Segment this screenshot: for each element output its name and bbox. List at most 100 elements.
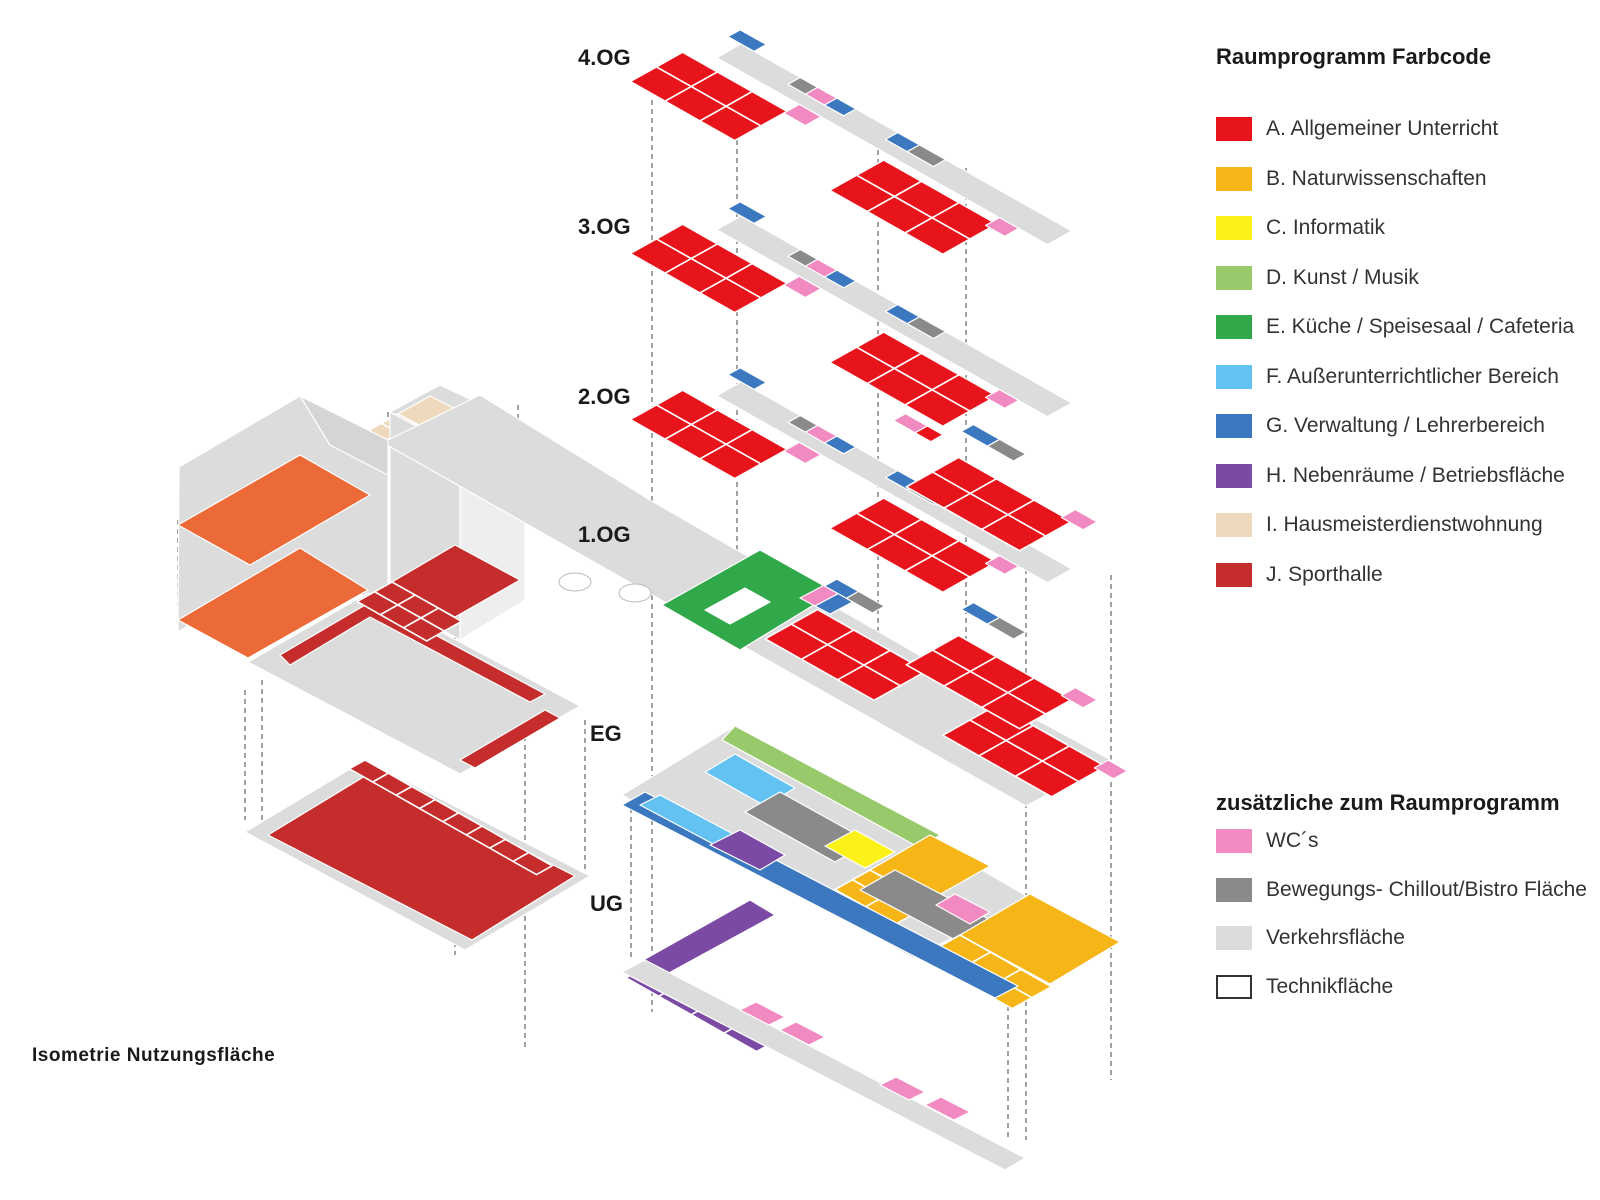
legend-main-label: D. Kunst / Musik [1266,265,1419,289]
4og-wing-wc [782,103,822,127]
1og-lounge-3 [986,438,1027,462]
legend-extra-item: Bewegungs- Chillout/Bistro Fläche [1216,875,1587,905]
legend-extra-label: Technikfläche [1266,974,1394,998]
sporthall-mid-storage [459,709,561,769]
legend-main-item: E. Küche / Speisesaal / Cafeteria [1216,312,1574,342]
legend-main-swatch [1216,166,1252,191]
legend-main-item: G. Verwaltung / Lehrerbereich [1216,411,1545,441]
floor-label-1og: 1.OG [578,522,631,547]
legend-main-label: E. Küche / Speisesaal / Cafeteria [1266,315,1575,338]
legend-extra-swatch [1216,877,1252,902]
1og-classroom-small [914,425,944,443]
legend-main-swatch [1216,513,1252,537]
1og-classroom [1014,760,1080,798]
legend-extra-label: Bewegungs- Chillout/Bistro Fläche [1266,877,1587,901]
floor-label-4og: 4.OG [578,45,631,70]
sporthall-floor [267,772,576,941]
eg-ancillary [709,829,786,871]
2og-wing-staff-room [727,367,767,390]
2og-wing-wc [782,441,822,465]
2og-wing-classroom [904,554,971,594]
3og-wing-office [823,269,857,289]
legend-main-label: G. Verwaltung / Lehrerbereich [1266,414,1545,437]
3og-wing-classroom [699,277,762,314]
legend-main-swatch [1216,315,1252,339]
sporthall-upper-gym [177,454,371,566]
legend-main-label: F. Außerunterrichtlicher Bereich [1266,364,1559,388]
4og-wing-classroom [699,105,762,142]
ug-wc [879,1076,926,1101]
legend-main-label: A. Allgemeiner Unterricht [1266,117,1499,140]
legend-main-label: J. Sporthalle [1266,562,1383,586]
4og-wing-lounge-2 [906,144,947,168]
3og-wing-classroom [904,388,971,428]
diagram-caption: Isometrie Nutzungsfläche [32,1045,275,1066]
void-opening [618,583,652,603]
legend-extra-item: WC´s [1216,826,1318,856]
floor-label-2og: 2.OG [578,384,631,409]
legend-main-label: I. Hausmeisterdienstwohnung [1266,513,1543,536]
eg-art-music [721,725,941,849]
main-spine-edge [299,395,389,476]
4og-wing-office [823,97,857,117]
1og-classroom [836,664,902,702]
4og-wing-staff-room [727,29,767,53]
legend-extra-swatch [1216,829,1252,853]
3og-wing-wc [782,275,822,299]
sporthall-equipment [402,617,446,642]
3og-wing-lounge-2 [906,316,947,340]
legend-main-item: C. Informatik [1216,213,1385,243]
floor-label-eg: EG [590,721,622,746]
2og-wing-office [823,435,857,455]
legend-main-swatch [1216,117,1252,141]
legend-main-swatch [1216,463,1252,488]
void-opening [558,572,592,592]
floor-label-ug: UG [590,891,623,916]
legend-main-item: B. Naturwissenschaften [1216,164,1487,194]
legend-main-label: H. Nebenräume / Betriebsfläche [1266,463,1565,487]
legend-main-swatch [1216,364,1252,389]
sporthall-mid-gym [177,547,369,659]
legend-main-swatch [1216,265,1252,290]
legend-main-swatch [1216,562,1252,587]
legend-extra-swatch [1216,926,1252,950]
1og-wc-5 [1060,509,1098,531]
1og-wc-6 [1060,686,1098,709]
legend-main-label: B. Naturwissenschaften [1266,166,1487,190]
eg-extracurricular [704,753,796,807]
ug-wc [924,1096,971,1121]
legend-main-item: I. Hausmeisterdienstwohnung [1216,510,1543,540]
3og-wing-staff-room [727,201,767,224]
1og-lounge [845,590,886,614]
legend-extra-swatch [1216,974,1252,999]
2og-wing-wc-3 [984,554,1020,575]
legend-main-item: F. Außerunterrichtlicher Bereich [1216,362,1559,392]
legend-extra-title: zusätzliche zum Raumprogramm [1216,790,1560,815]
legend-main-swatch [1216,216,1252,240]
eg-science-2 [959,893,1121,985]
legend-main-item: A. Allgemeiner Unterricht [1216,114,1498,144]
eg-computer-lab [824,829,896,869]
eg-wc [935,893,991,925]
1og-classroom [980,691,1047,730]
sporthall-side-room [512,851,554,876]
legend-extra-label: Verkehrsfläche [1266,926,1405,949]
floor-label-3og: 3.OG [578,214,631,239]
4og-wing-wc-3 [984,217,1020,237]
4og-wing-classroom [904,217,971,256]
2og-wing-classroom [699,443,762,480]
legend-main-swatch [1216,414,1252,438]
ug-wc [779,1021,826,1046]
building-drawing [177,29,1129,1171]
legend-main-item: H. Nebenräume / Betriebsfläche [1216,461,1565,491]
1og-lounge-4 [986,616,1027,640]
legend-main: A. Allgemeiner Unterricht B. Naturwissens… [1216,114,1600,594]
1og-classroom [980,513,1047,552]
legend-main-title: Raumprogramm Farbcode [1216,44,1492,69]
ug-wc [739,1001,786,1026]
legend-extra-item: Verkehrsfläche [1216,923,1405,953]
1og-wc-3 [1093,759,1129,780]
ug-corridor [621,959,1026,1171]
